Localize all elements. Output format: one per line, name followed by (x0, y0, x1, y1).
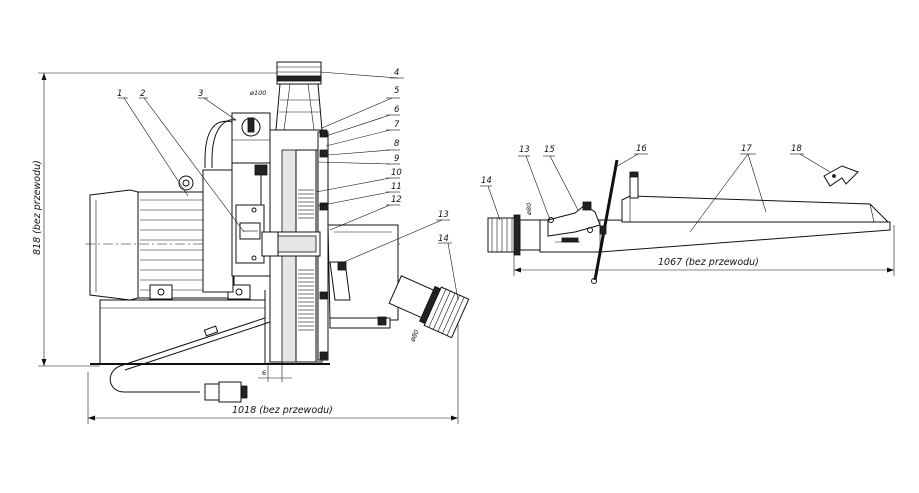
power-plug (204, 383, 220, 401)
callout-7: 7 (394, 120, 400, 130)
callout-14: 14 (438, 234, 449, 244)
feeder-pipe-diameter: ø80 (525, 203, 533, 216)
callout-13: 13 (438, 210, 449, 220)
width-dimension-label: 1018 (bez przewodu) (232, 405, 333, 416)
feeder-side-view: 1067 (bez przewodu) ø80 (480, 144, 895, 284)
motor-endcap (89, 189, 139, 301)
callout-r15: 15 (544, 145, 555, 155)
callout-8: 8 (394, 139, 400, 149)
height-dimension-label: 818 (bez przewodu) (32, 160, 43, 255)
motor-flange (202, 169, 234, 293)
burner-side-view: 818 (bez przewodu) 1018 (bez przewodu) (32, 61, 470, 424)
height-dimension: 818 (bez przewodu) (32, 72, 290, 367)
callout-r16: 16 (636, 144, 647, 154)
feeder-clamp (547, 204, 601, 237)
callout-10: 10 (391, 168, 402, 178)
fuel-hopper (621, 195, 890, 223)
left-leaders (118, 71, 459, 301)
callout-r17: 17 (741, 144, 752, 154)
right-leaders (480, 153, 831, 233)
callout-5: 5 (394, 86, 399, 96)
left-callout-labels: 1 2 3 4 5 6 7 8 9 10 11 12 13 14 (117, 68, 449, 244)
outlet-pipe-diameter: ø80 (408, 328, 421, 343)
power-cable (109, 290, 266, 393)
callout-2: 2 (140, 89, 145, 99)
mounting-bracket (823, 165, 859, 187)
callout-11: 11 (391, 182, 402, 192)
callout-r18: 18 (791, 144, 802, 154)
callout-12: 12 (391, 195, 402, 205)
callout-r13: 13 (519, 145, 530, 155)
top-inlet-pipe: ø100 (249, 61, 323, 131)
callout-r14: 14 (481, 176, 492, 186)
feeder-length-label: 1067 (bez przewodu) (658, 257, 759, 268)
callout-6: 6 (394, 105, 400, 115)
callout-1: 1 (117, 89, 122, 99)
callout-4: 4 (394, 68, 399, 78)
flange-gap-label: 6 (262, 369, 266, 377)
flange-bolts (319, 129, 328, 360)
lifting-eye (178, 175, 194, 191)
right-callout-labels: 13 14 15 16 17 18 (481, 144, 802, 186)
outlet-pipe (388, 275, 470, 339)
agitator-rod (593, 159, 619, 281)
width-dimension: 1018 (bez przewodu) (87, 300, 459, 424)
feeder-inlet-pipe: ø80 (487, 203, 543, 256)
callout-3: 3 (198, 89, 203, 99)
housing-ribs (298, 189, 314, 331)
callout-9: 9 (394, 154, 399, 164)
top-pipe-diameter: ø100 (249, 89, 266, 97)
